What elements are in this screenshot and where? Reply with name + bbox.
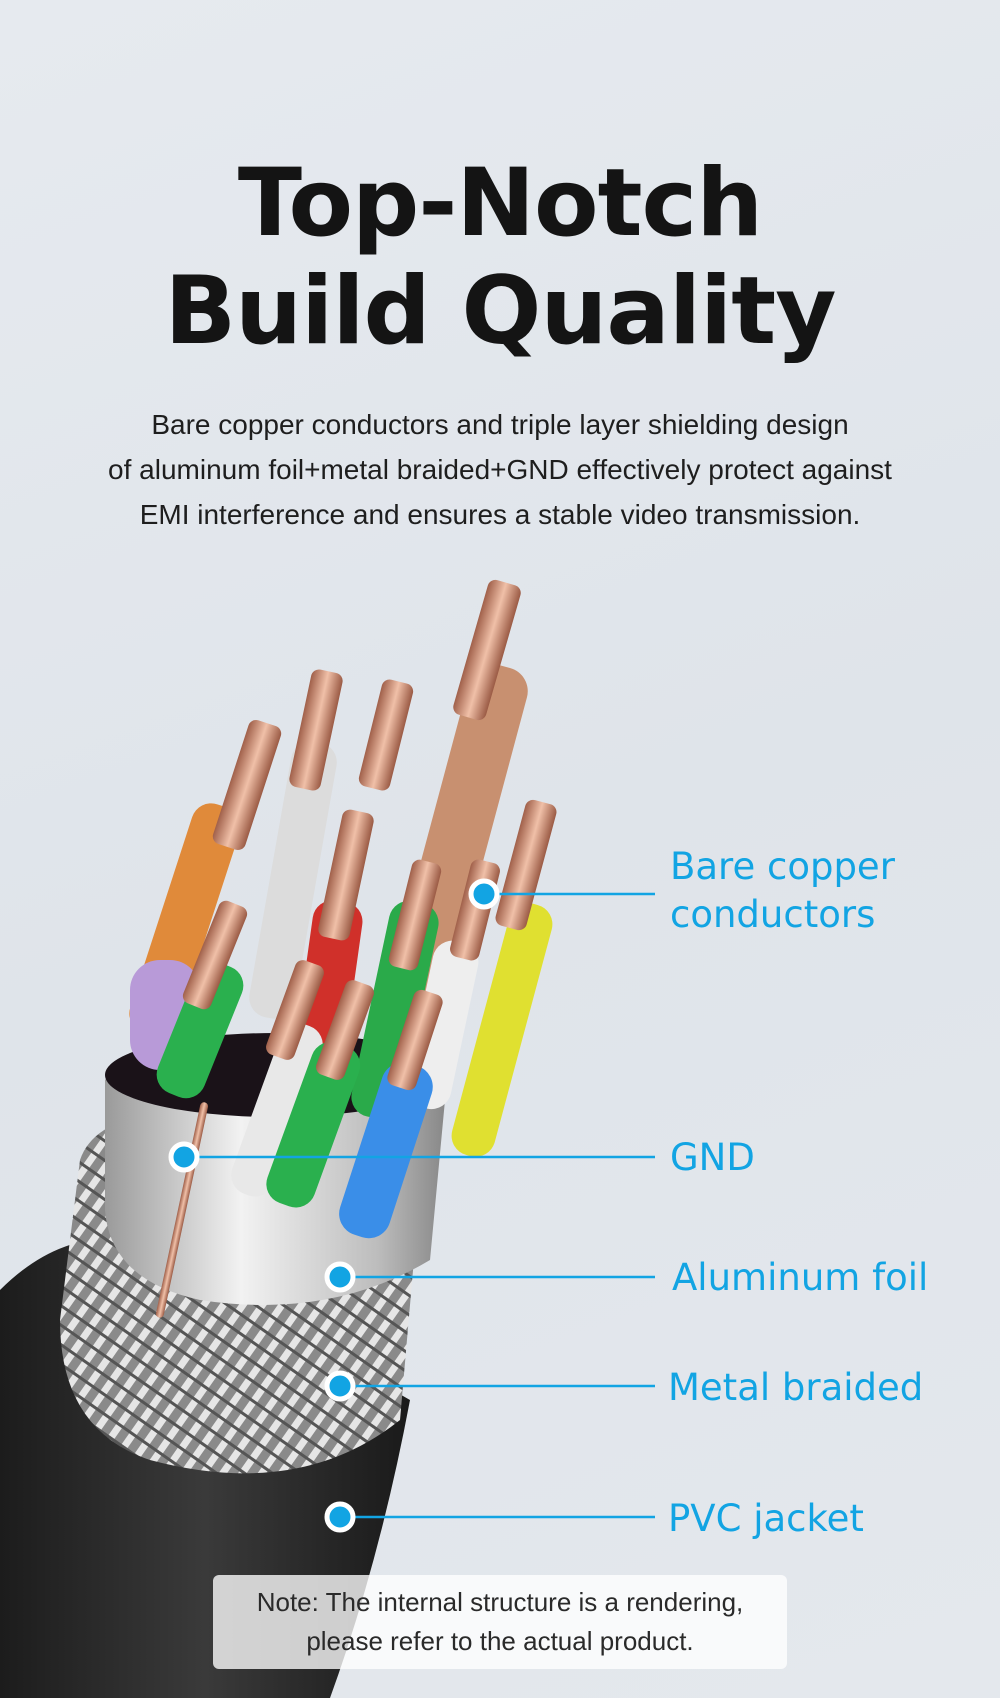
dot-marker-jacket (324, 1501, 356, 1533)
title-line-1: Top-Notch (237, 149, 763, 258)
note-line: Note: The internal structure is a render… (256, 1587, 744, 1617)
title-line-2: Build Quality (164, 257, 837, 366)
description-line: EMI interference and ensures a stable vi… (139, 499, 861, 530)
label-gnd: GND (670, 1136, 755, 1179)
dot-marker-gnd (168, 1141, 200, 1173)
description: Bare copper conductors and triple layer … (0, 402, 1000, 537)
note-line: please refer to the actual product. (306, 1626, 694, 1656)
description-line: Bare copper conductors and triple layer … (151, 409, 849, 440)
label-aluminum-foil: Aluminum foil (672, 1256, 929, 1299)
dot-marker-copper (468, 878, 500, 910)
page-title: Top-Notch Build Quality (0, 150, 1000, 366)
disclaimer-note: Note: The internal structure is a render… (213, 1575, 787, 1669)
dot-marker-foil (324, 1261, 356, 1293)
callout-dots (168, 878, 500, 1533)
label-metal-braided: Metal braided (668, 1366, 924, 1409)
label-line: conductors (670, 893, 876, 936)
dot-marker-braid (324, 1370, 356, 1402)
label-bare-copper: Bare copper conductors (670, 843, 895, 939)
description-line: of aluminum foil+metal braided+GND effec… (108, 454, 892, 485)
label-pvc-jacket: PVC jacket (668, 1497, 864, 1540)
label-line: Bare copper (670, 845, 895, 888)
callout-lines (184, 892, 655, 1519)
